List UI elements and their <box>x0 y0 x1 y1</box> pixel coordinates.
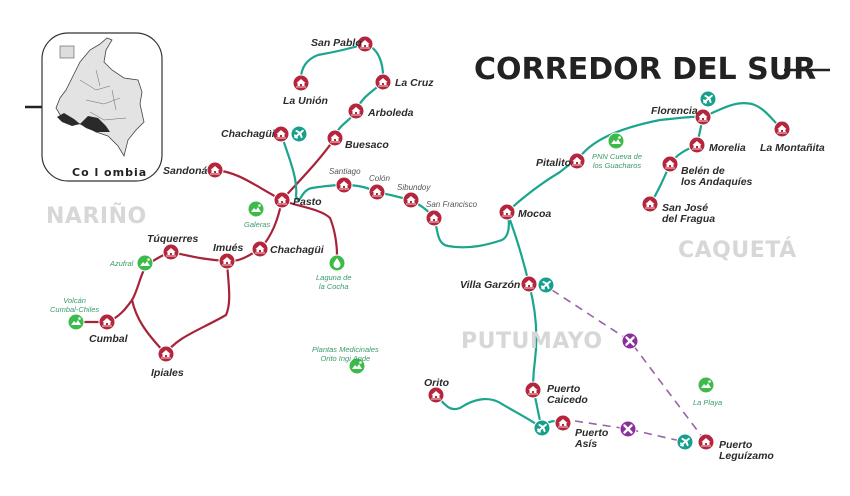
page-title: CORREDOR DEL SUR <box>474 52 817 87</box>
town-icon[interactable] <box>425 209 443 227</box>
town-label-la-cruz: La Cruz <box>395 77 434 89</box>
town-icon[interactable] <box>98 313 116 331</box>
town-label-santiago: Santiago <box>329 167 361 176</box>
air-routes <box>551 289 707 443</box>
airport-icon[interactable] <box>699 90 717 108</box>
town-icon[interactable] <box>402 191 420 209</box>
town-label-orito: Orito <box>424 377 450 389</box>
town-icon[interactable] <box>356 35 374 53</box>
town-icon[interactable] <box>694 108 712 126</box>
town-label-buesaco: Buesaco <box>345 139 389 151</box>
town-icon[interactable] <box>524 381 542 399</box>
town-label-colon: Colón <box>369 174 390 183</box>
town-icon[interactable] <box>157 345 175 363</box>
town-icon[interactable] <box>688 136 706 154</box>
region-label: PUTUMAYO <box>461 329 603 354</box>
town-icon[interactable] <box>773 120 791 138</box>
town-label-la-montanita: La Montañita <box>760 142 825 154</box>
town-label-ipiales: Ipiales <box>151 367 184 379</box>
town-label-la-union: La Unión <box>283 95 328 107</box>
airport-icon[interactable] <box>537 276 555 294</box>
colombia-inset <box>25 32 163 182</box>
town-label-pasto: Pasto <box>293 196 322 208</box>
town-icon[interactable] <box>206 161 224 179</box>
town-label-chachagui-north: Chachagüi <box>221 128 275 140</box>
attraction-label-la-playa: La Playa <box>693 398 723 407</box>
town-label-san-pablo: San Pablo <box>311 37 362 49</box>
town-icon[interactable] <box>292 74 310 92</box>
town-icon[interactable] <box>251 240 269 258</box>
nature-icon <box>136 254 154 272</box>
town-label-imues: Imués <box>213 242 244 254</box>
town-label-sibundoy: Sibundoy <box>397 183 431 192</box>
region-label: NARIÑO <box>46 204 147 229</box>
town-label-arboleda: Arboleda <box>368 107 414 119</box>
region-label: CAQUETÁ <box>678 238 797 263</box>
airport-icon[interactable] <box>533 419 551 437</box>
town-icon[interactable] <box>554 414 572 432</box>
town-icon[interactable] <box>661 155 679 173</box>
nature-icon <box>348 357 366 375</box>
town-label-morelia: Morelia <box>709 142 746 154</box>
town-label-mocoa: Mocoa <box>518 208 552 220</box>
town-icon[interactable] <box>326 129 344 147</box>
attraction-label-azufral: Azufral <box>110 259 134 268</box>
nature-icon <box>247 200 265 218</box>
town-label-tuquerres: Túquerres <box>147 233 199 245</box>
town-icon[interactable] <box>272 125 290 143</box>
town-icon[interactable] <box>218 252 236 270</box>
nature-icon <box>607 132 625 150</box>
town-icon[interactable] <box>520 275 538 293</box>
town-icon[interactable] <box>162 243 180 261</box>
attraction-label-galeras: Galeras <box>244 220 271 229</box>
town-label-cumbal: Cumbal <box>89 333 128 345</box>
town-label-chachagui-south: Chachagüi <box>270 244 324 256</box>
closed-airport-icon[interactable] <box>621 332 639 350</box>
airport-icon[interactable] <box>290 125 308 143</box>
lake-icon <box>328 254 346 272</box>
town-label-villa-garzon: Villa Garzón <box>460 279 521 291</box>
town-icon[interactable] <box>273 191 291 209</box>
town-icon[interactable] <box>335 176 353 194</box>
town-icon[interactable] <box>368 183 386 201</box>
town-icon[interactable] <box>427 386 445 404</box>
town-icon[interactable] <box>374 73 392 91</box>
inset-label: Co l ombia <box>72 166 148 179</box>
nature-icon <box>67 313 85 331</box>
closed-airport-icon[interactable] <box>619 420 637 438</box>
town-label-florencia: Florencia <box>651 105 698 117</box>
town-label-pitalito: Pitalito <box>536 157 572 169</box>
town-label-san-francisco: San Francisco <box>426 200 478 209</box>
town-icon[interactable] <box>347 102 365 120</box>
town-label-sandona: Sandoná <box>163 165 208 177</box>
town-icon[interactable] <box>697 433 715 451</box>
town-icon[interactable] <box>641 195 659 213</box>
town-icon[interactable] <box>568 152 586 170</box>
highlighted-region <box>57 113 80 126</box>
airport-icon[interactable] <box>676 433 694 451</box>
nature-icon <box>697 376 715 394</box>
town-icon[interactable] <box>498 203 516 221</box>
